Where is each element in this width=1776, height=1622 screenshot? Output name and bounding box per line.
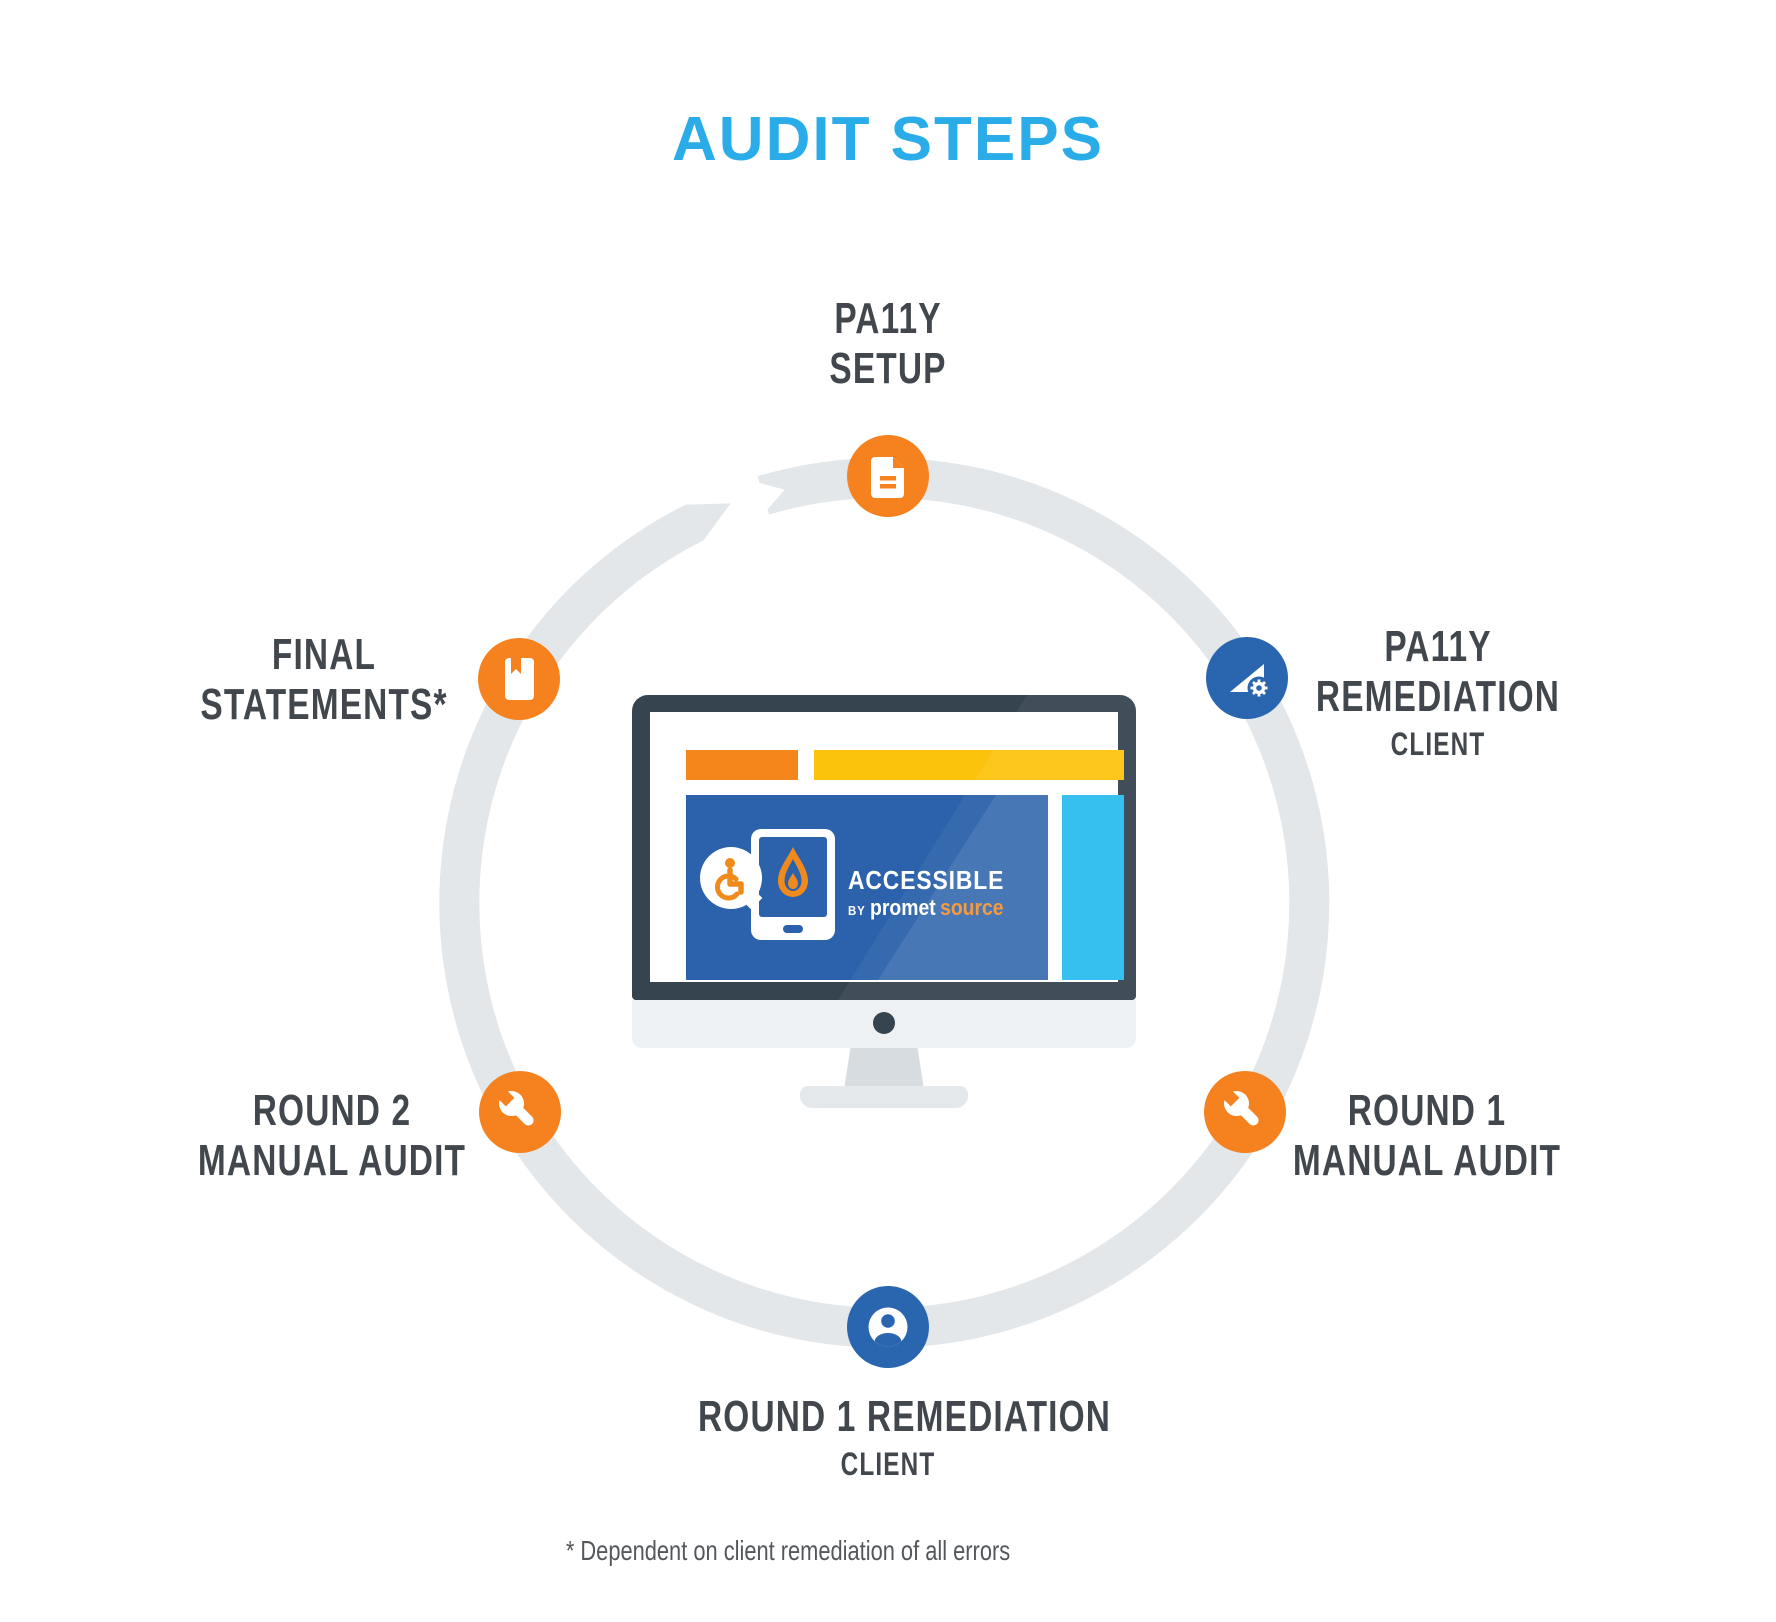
- step-label-line: STATEMENTS*: [200, 680, 448, 729]
- ring-arrowhead-icon: [685, 503, 731, 541]
- book-icon: [478, 638, 560, 720]
- monitor-chin: [632, 1000, 1136, 1048]
- step-label-round1-manual-audit: ROUND 1 MANUAL AUDIT: [1227, 1086, 1627, 1186]
- monitor-stand-base: [800, 1086, 968, 1108]
- flame-icon: [778, 847, 808, 897]
- screen-sidebar-panel: [1062, 795, 1124, 980]
- page-title: AUDIT STEPS: [672, 105, 1104, 174]
- monitor-illustration: ACCESSIBLE BY promet source: [632, 695, 1136, 1110]
- step-sublabel: CLIENT: [1390, 726, 1486, 762]
- wrench-icon: [1204, 1071, 1286, 1153]
- screen-hero-panel: ACCESSIBLE BY promet source: [686, 795, 1048, 980]
- step-label-line: SETUP: [829, 344, 947, 393]
- step-label-line: REMEDIATION: [1315, 672, 1561, 721]
- step-label-line: ROUND 2: [252, 1086, 412, 1135]
- step-sublabel: CLIENT: [840, 1446, 936, 1482]
- step-label-pa11y-remediation: PA11Y REMEDIATION CLIENT: [1238, 622, 1638, 766]
- wheelchair-icon: [715, 858, 744, 901]
- logo-brand-promet: promet: [870, 895, 936, 920]
- step-label-round2-manual-audit: ROUND 2 MANUAL AUDIT: [132, 1086, 532, 1186]
- screen-header-bar-orange: [686, 750, 798, 780]
- ramp-gear-icon: [1206, 637, 1288, 719]
- phone-screen: [759, 837, 827, 917]
- monitor-screen: ACCESSIBLE BY promet source: [650, 712, 1124, 982]
- screen-header-bar-yellow: [814, 750, 1124, 780]
- document-icon: [847, 435, 929, 517]
- monitor-stand-neck: [844, 1048, 924, 1090]
- step-label-pa11y-setup: PA11Y SETUP: [688, 294, 1088, 394]
- step-label-line: ROUND 1 REMEDIATION: [698, 1392, 1112, 1441]
- footnote-text: * Dependent on client remediation of all…: [565, 1535, 1011, 1566]
- logo-byline: BY promet source: [848, 895, 1004, 921]
- phone-icon: [751, 829, 835, 940]
- footnote: * Dependent on client remediation of all…: [338, 1534, 1238, 1568]
- ring-notch: [741, 478, 785, 522]
- step-label-final-statements: FINAL STATEMENTS*: [124, 630, 524, 730]
- step-label-line: PA11Y: [1384, 622, 1492, 671]
- step-label-line: MANUAL AUDIT: [1292, 1136, 1562, 1185]
- step-label-line: FINAL: [271, 630, 377, 679]
- phone-home-button: [783, 925, 803, 933]
- monitor-logo-dot: [873, 1012, 895, 1034]
- step-label-line: PA11Y: [834, 294, 942, 343]
- logo-by: BY: [848, 903, 866, 918]
- ring-band: [439, 457, 1330, 1348]
- accessibility-bubble: [700, 847, 763, 910]
- logo-product-name: ACCESSIBLE: [848, 865, 1005, 895]
- step-label-line: MANUAL AUDIT: [197, 1136, 467, 1185]
- step-label-round1-remediation: ROUND 1 REMEDIATION CLIENT: [638, 1392, 1138, 1486]
- person-icon: [847, 1286, 929, 1368]
- wrench-icon: [479, 1071, 561, 1153]
- step-label-line: ROUND 1: [1347, 1086, 1507, 1135]
- logo-brand-source: source: [940, 895, 1004, 920]
